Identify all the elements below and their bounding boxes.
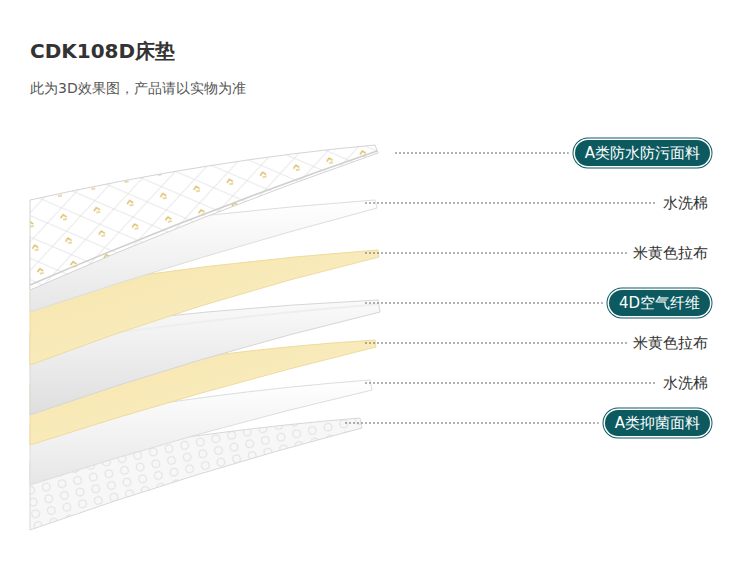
leader-line [345, 423, 599, 424]
layer-label: 米黄色拉布 [633, 243, 708, 263]
diagram-title: CDK108D床垫 [30, 38, 175, 65]
leader-line [365, 383, 657, 384]
callout-text: 4D空气纤维 [619, 293, 700, 313]
layer-sheets [30, 145, 380, 530]
layer-label: 水洗棉 [663, 193, 708, 213]
leader-line [395, 153, 569, 154]
layer-label: 米黄色拉布 [633, 333, 708, 353]
top-fabric-sheet [30, 145, 378, 290]
leader-line [365, 203, 657, 204]
top-fabric-edge [30, 151, 377, 285]
leader-line [365, 303, 603, 304]
diagram-caption: 此为3D效果图，产品请以实物为准 [30, 80, 246, 98]
layer-label: 水洗棉 [663, 373, 708, 393]
layer-callout-pill: 4D空气纤维 [609, 290, 710, 316]
leader-line [365, 253, 627, 254]
layer-callout-pill: A类防水防污面料 [575, 140, 710, 166]
callout-text: A类防水防污面料 [585, 143, 700, 163]
callout-text: A类抑菌面料 [615, 413, 700, 433]
leader-line [365, 343, 627, 344]
layer-callout-pill: A类抑菌面料 [605, 410, 710, 436]
